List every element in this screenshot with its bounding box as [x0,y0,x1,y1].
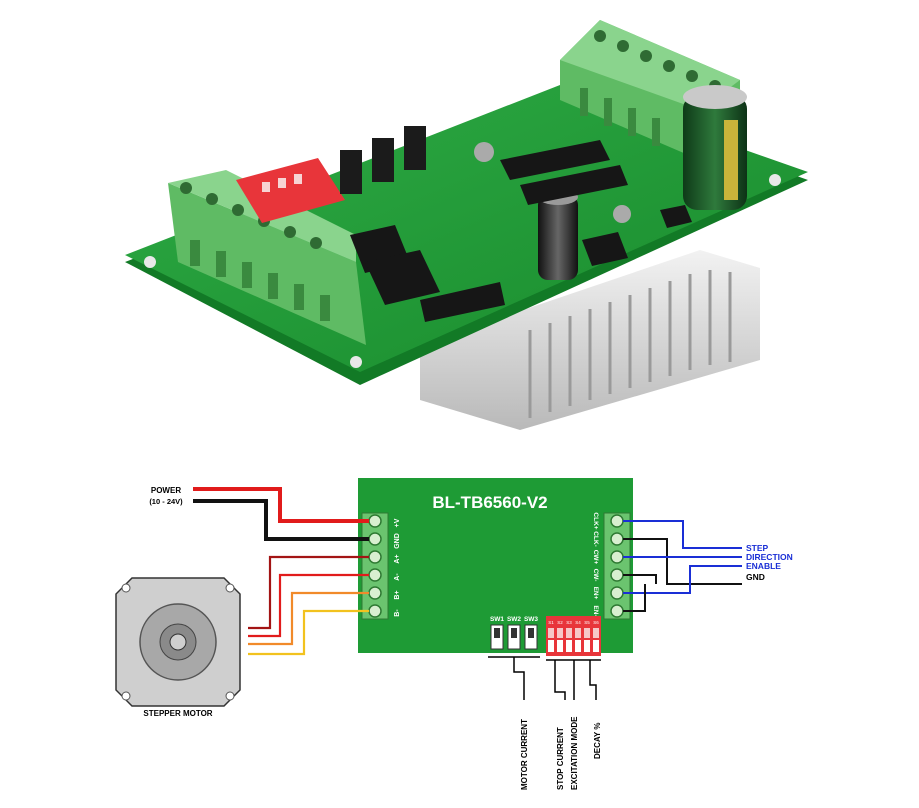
board-title: BL-TB6560-V2 [432,493,547,512]
photo-dip-switch [236,158,345,223]
dip-switch: S1 S2 S3 S4 S5 S6 [546,616,601,661]
dip-label-1: S1 [548,620,554,625]
pin-label-a-plus: A+ [394,554,401,563]
pin-label-clk-minus: CLK- [592,531,599,547]
settings-leaders [513,657,597,700]
photo-screws [474,142,631,223]
pin-label-gnd: GND [394,533,401,549]
switch-label-sw2: SW2 [507,616,521,623]
power-wires [193,487,369,541]
switch-label-sw1: SW1 [490,616,504,623]
pin-label-cw-plus: CW+ [592,550,599,565]
wiring-diagram: BL-TB6560-V2 +V GND A+ A- B+ B- CLK+ CLK… [115,478,793,790]
signal-enable: ENABLE [746,561,781,571]
dip-label-4: S4 [575,620,581,625]
signal-wires [623,520,742,612]
pin-label-plus-v: +V [394,518,401,527]
pin-label-b-plus: B+ [394,590,401,599]
pin-label-a-minus: A- [394,573,401,581]
setting-decay: DECAY % [593,723,602,759]
right-terminal-screws [610,514,624,618]
dip-label-2: S2 [557,620,563,625]
dip-label-3: S3 [566,620,572,625]
driver-board-photo [125,20,808,430]
right-terminal-strip [603,512,631,620]
current-switches: SW1 SW2 SW3 [488,616,540,658]
setting-excitation-mode: EXCITATION MODE [570,716,579,790]
left-terminal-strip [361,512,389,620]
signal-step: STEP [746,543,769,553]
dip-label-5: S5 [584,620,590,625]
motor-wires [248,555,369,656]
heatsink [420,250,760,430]
electrolytic-capacitor-small [538,189,578,280]
photo-chips [350,140,692,322]
photo-slide-switches [340,126,426,194]
power-label: POWER [151,486,181,495]
pin-label-b-minus: B- [394,609,401,617]
signal-gnd: GND [746,572,765,582]
pin-label-en-plus: EN+ [592,587,599,600]
pin-label-en-minus: EN- [592,605,599,616]
pin-label-clk-plus: CLK+ [592,512,599,529]
setting-motor-current: MOTOR CURRENT [520,719,529,790]
stepper-motor [115,577,241,707]
dip-label-6: S6 [593,620,599,625]
electrolytic-capacitor-large [683,85,747,210]
pin-label-cw-minus: CW- [592,569,599,582]
signal-direction: DIRECTION [746,552,793,562]
power-voltage: (10 - 24V) [149,497,183,506]
setting-stop-current: STOP CURRENT [556,727,565,790]
switch-label-sw3: SW3 [524,616,538,623]
motor-label: STEPPER MOTOR [143,709,212,718]
